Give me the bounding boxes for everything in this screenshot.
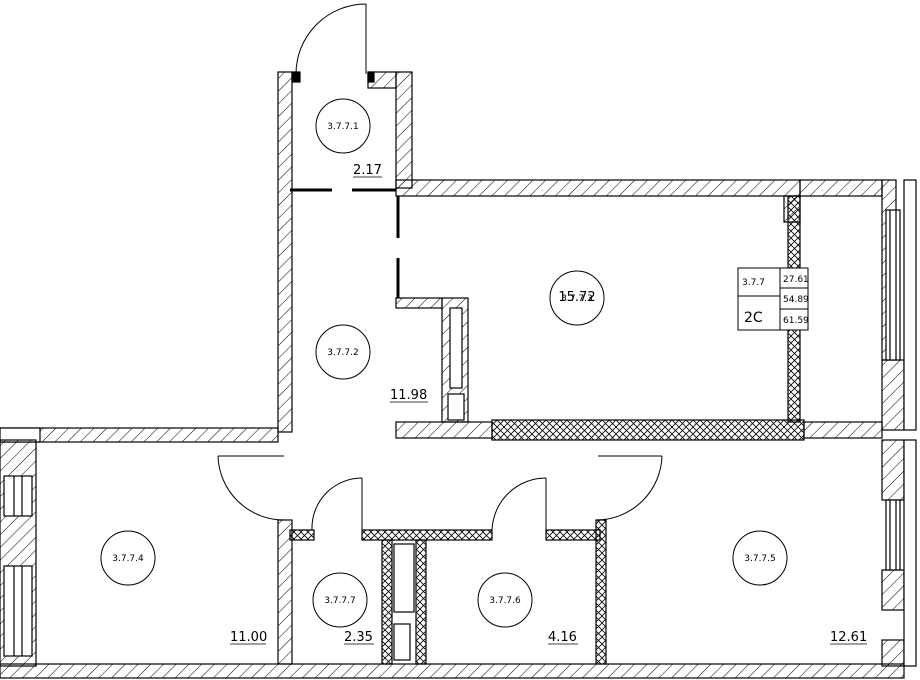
window <box>885 499 901 571</box>
apartment-code: 3.7.7 <box>742 278 765 288</box>
wall <box>361 529 493 541</box>
room-code: 3.7.7.2 <box>327 348 359 358</box>
wall <box>395 421 493 439</box>
room-area: 11.00 <box>230 630 267 645</box>
room-area: 2.35 <box>344 630 373 645</box>
wall <box>545 529 601 541</box>
living-area: 27.61 <box>783 275 809 285</box>
balcony-rail <box>903 179 917 431</box>
room-area: 4.16 <box>548 630 577 645</box>
room-marker <box>315 98 371 154</box>
wall <box>803 421 883 439</box>
room-marker <box>315 324 371 380</box>
room-code: 3.7.7.5 <box>744 554 776 564</box>
door-swing <box>491 477 547 531</box>
wall <box>799 179 883 197</box>
wall <box>415 539 427 665</box>
wall <box>367 71 375 83</box>
wall <box>491 419 805 441</box>
wall <box>395 179 801 197</box>
room-marker <box>312 572 368 628</box>
wall <box>881 569 905 611</box>
room-marker <box>732 530 788 586</box>
wall <box>289 529 315 541</box>
total-area-with-balcony: 61.59 <box>783 316 809 326</box>
total-area: 54.89 <box>783 295 809 305</box>
room-marker <box>100 530 156 586</box>
shaft <box>393 543 415 613</box>
wall <box>595 519 607 665</box>
doors <box>217 3 663 531</box>
room-code: 3.7.7.7 <box>324 596 356 606</box>
shaft <box>449 307 463 389</box>
wall <box>0 427 279 443</box>
door-swing <box>295 3 367 75</box>
wall <box>277 519 293 665</box>
wall <box>277 71 293 433</box>
door-swing <box>217 455 285 521</box>
room-area: 11.98 <box>390 388 427 403</box>
apartment-info-table <box>737 267 809 331</box>
room-area: 2.17 <box>353 163 382 178</box>
wall <box>881 639 905 667</box>
wall <box>0 663 905 679</box>
room-code: 3.7.7.1 <box>327 122 359 132</box>
wall <box>881 359 905 431</box>
room-code: 3.7.7.3 <box>561 294 593 304</box>
wall <box>783 195 801 223</box>
wall <box>381 539 393 665</box>
room-marker <box>549 270 605 326</box>
wall <box>881 439 905 501</box>
shaft <box>393 623 411 661</box>
room-code: 3.7.7.4 <box>112 554 144 564</box>
room-marker <box>477 572 533 628</box>
apartment-rooms-label: 2С <box>744 310 763 326</box>
shaft <box>447 393 465 421</box>
room-area: 15.72 <box>558 290 595 305</box>
window <box>885 209 901 361</box>
room-area: 12.61 <box>830 630 867 645</box>
balcony-rail <box>903 439 917 667</box>
wall <box>395 71 413 189</box>
walls <box>0 71 917 679</box>
room-code: 3.7.7.6 <box>489 596 521 606</box>
window <box>3 565 33 657</box>
room-labels <box>100 98 788 628</box>
window <box>3 475 33 517</box>
wall <box>395 297 443 309</box>
door-swing <box>595 455 663 521</box>
door-swing <box>311 477 363 531</box>
